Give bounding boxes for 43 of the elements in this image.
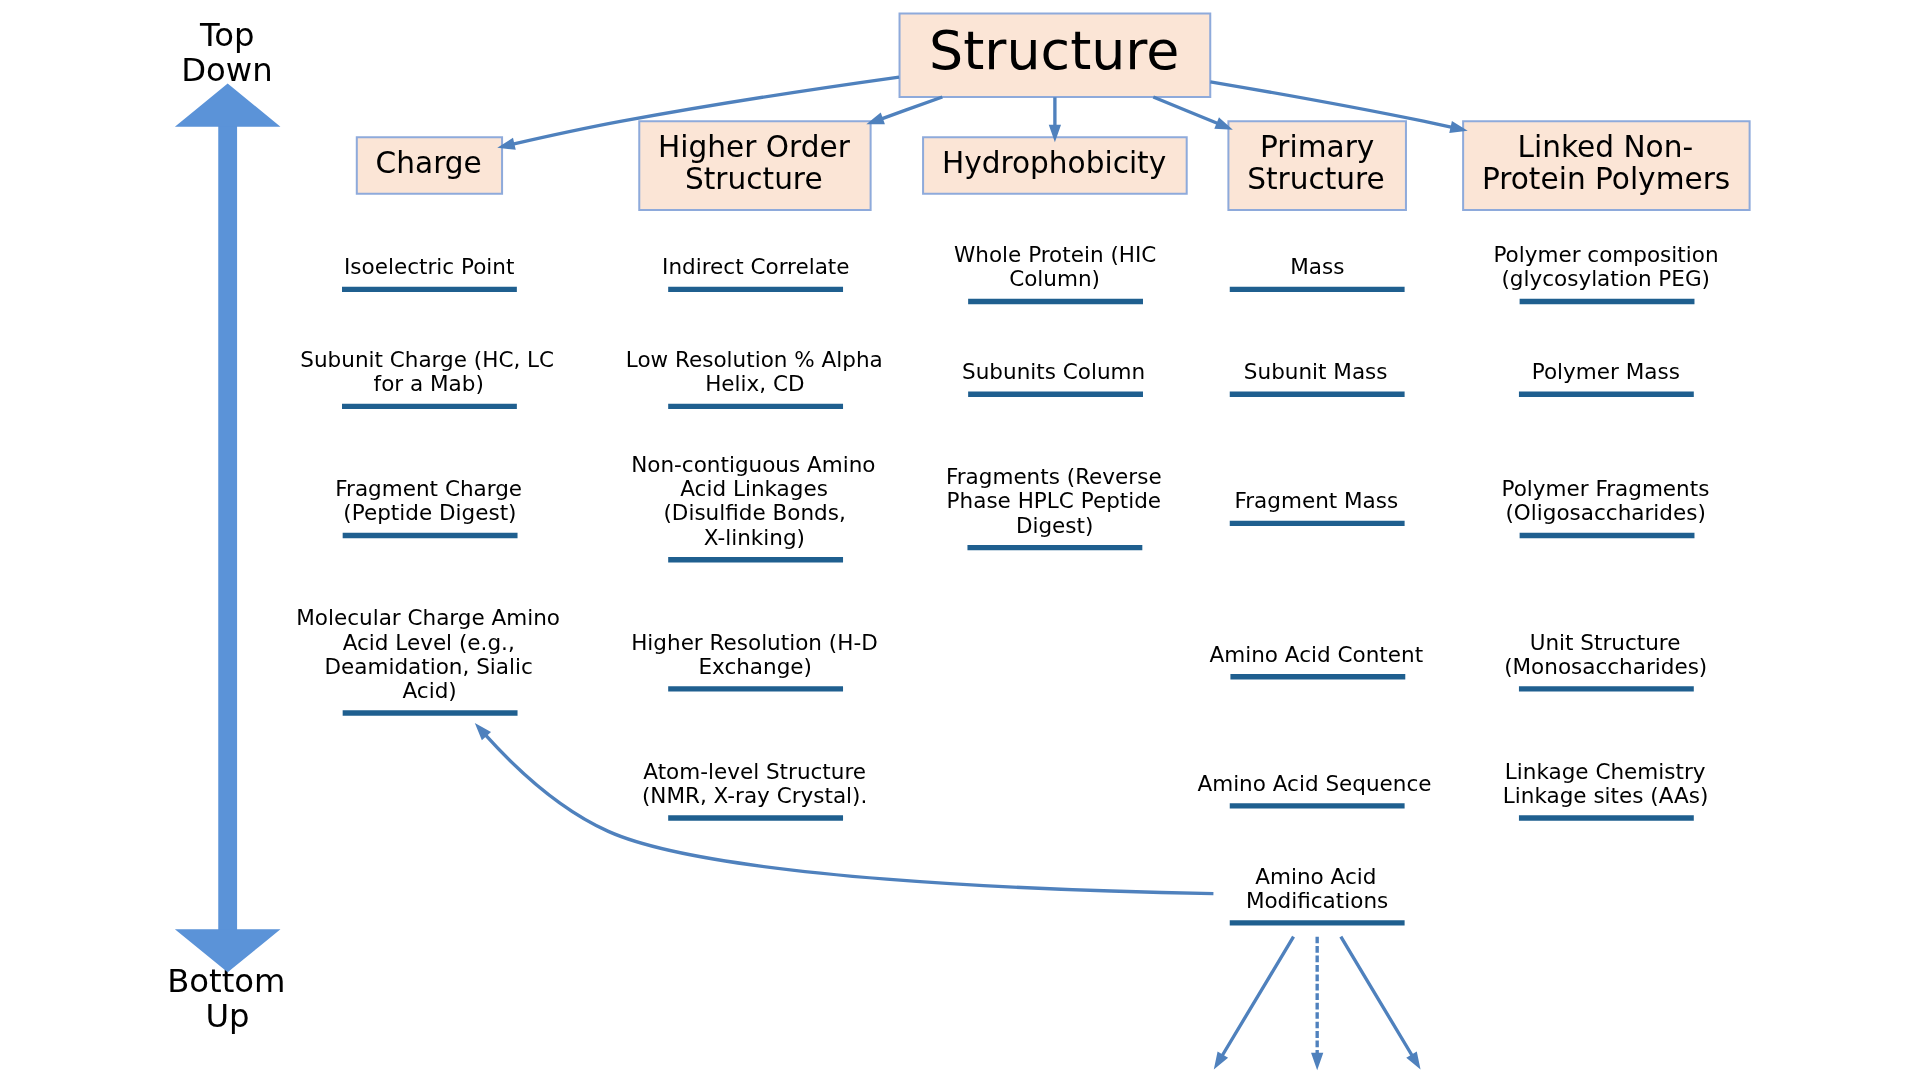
label: Unit Structure (Monosaccharides) (1503, 629, 1707, 679)
node-text: Top Down (180, 16, 273, 90)
label: Non-contiguous Amino Acid Linkages (Disulfide Bonds, X-linking) (630, 451, 875, 550)
arrow (1310, 936, 1323, 1071)
node-label: Molecular Charge Amino Acid Level (e.g., Deamidation, Sialic Acid) (295, 605, 560, 703)
label: Fragments (Reverse Phase HPLC Peptide Digest) (945, 464, 1162, 538)
label: Linkage Chemistry Linkage sites (AAs) (1502, 758, 1708, 808)
arrow (1048, 97, 1061, 143)
node-text: Bottom Up (166, 961, 285, 1035)
node-label: Amino Acid Modifications (1245, 863, 1388, 913)
arrow (1152, 95, 1233, 130)
label: Subunits Column (961, 359, 1145, 385)
label: Subunit Mass (1243, 359, 1388, 385)
arrow (1338, 935, 1421, 1070)
label: Low Resolution % Alpha Helix, CD (625, 347, 883, 397)
label: Polymer Mass (1531, 359, 1680, 385)
node-box: Charge (355, 136, 503, 195)
label: Subunit Charge (HC, LC for a Mab) (299, 347, 554, 397)
node-box (1229, 920, 1405, 926)
arrow (174, 83, 280, 973)
arrow (474, 722, 1213, 896)
node-box: Linked Non-Protein Polymers (1461, 120, 1751, 211)
label: Isoelectric Point (343, 254, 514, 280)
arrow (1209, 80, 1468, 133)
node-box: Higher Order Structure (637, 120, 872, 211)
label: Whole Protein (HIC Column) (953, 242, 1156, 292)
label: Fragment Charge (Peptide Digest) (334, 476, 522, 526)
arrow (496, 75, 899, 150)
label: Higher Resolution (H-D Exchange) (630, 629, 878, 679)
label: Fragment Mass (1233, 488, 1398, 514)
label: Amino Acid Sequence (1196, 770, 1432, 796)
label: Polymer composition (glycosylation PEG) (1492, 242, 1719, 292)
node-box: Primary Structure (1226, 120, 1407, 211)
node-box: Structure (898, 12, 1211, 98)
label: Mass (1289, 254, 1344, 280)
node-box: Hydrophobicity (921, 136, 1188, 195)
label: Atom-level Structure (NMR, X-ray Crystal). (641, 758, 867, 808)
arrow (865, 95, 943, 125)
arrow (1213, 935, 1295, 1070)
node-box (342, 710, 518, 716)
label: Polymer Fragments (Oligosaccharides) (1500, 476, 1709, 526)
label: Amino Acid Content (1209, 641, 1423, 667)
label: Indirect Correlate (661, 254, 850, 280)
